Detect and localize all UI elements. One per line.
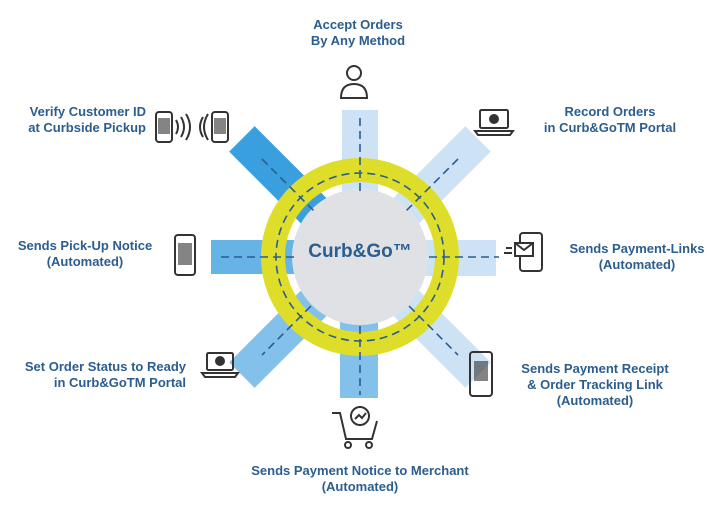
laptop-icon [200, 352, 240, 378]
label-line: (Automated) [321, 479, 399, 494]
laptop-icon [473, 109, 515, 136]
label-line: (Automated) [598, 257, 676, 272]
label-line: Set Order Status to Ready [24, 359, 186, 374]
label-verify-id: Verify Customer ID at Curbside Pickup [2, 104, 146, 136]
label-line: Sends Payment-Links [569, 241, 705, 256]
label-payment-receipt: Sends Payment Receipt & Order Tracking L… [500, 361, 690, 409]
label-line: Sends Payment Notice to Merchant [251, 463, 469, 478]
label-order-status: Set Order Status to Ready in Curb&GoTM P… [2, 359, 186, 391]
dashed-connectors [221, 118, 499, 395]
phone-mail-icon [504, 232, 543, 272]
label-line: Accept Orders [313, 17, 403, 32]
label-line: Record Orders [564, 104, 656, 119]
phone-icon [469, 351, 493, 397]
label-line: Sends Payment Receipt [521, 361, 669, 376]
hub-label: Curb&Go™ [308, 241, 412, 262]
label-line: Verify Customer ID [29, 104, 146, 119]
label-line: & Order Tracking Link [527, 377, 663, 392]
label-line: By Any Method [310, 33, 406, 48]
label-line: (Automated) [46, 254, 124, 269]
person-icon [339, 65, 369, 99]
cart-icon [332, 406, 378, 449]
label-line: Sends Pick-Up Notice [17, 238, 153, 253]
phone-icon [174, 234, 196, 276]
label-line: (Automated) [556, 393, 634, 408]
label-record-orders: Record Orders in Curb&GoTM Portal [530, 104, 690, 136]
label-line: in Curb&GoTM Portal [53, 375, 186, 390]
label-accept-orders: Accept Orders By Any Method [283, 17, 433, 49]
label-line: in Curb&GoTM Portal [543, 120, 677, 135]
label-payment-notice: Sends Payment Notice to Merchant (Automa… [218, 463, 502, 495]
phones-wireless-icon [155, 111, 229, 143]
label-payment-links: Sends Payment-Links (Automated) [557, 241, 717, 273]
label-pickup-notice: Sends Pick-Up Notice (Automated) [5, 238, 165, 270]
label-line: at Curbside Pickup [28, 120, 146, 135]
